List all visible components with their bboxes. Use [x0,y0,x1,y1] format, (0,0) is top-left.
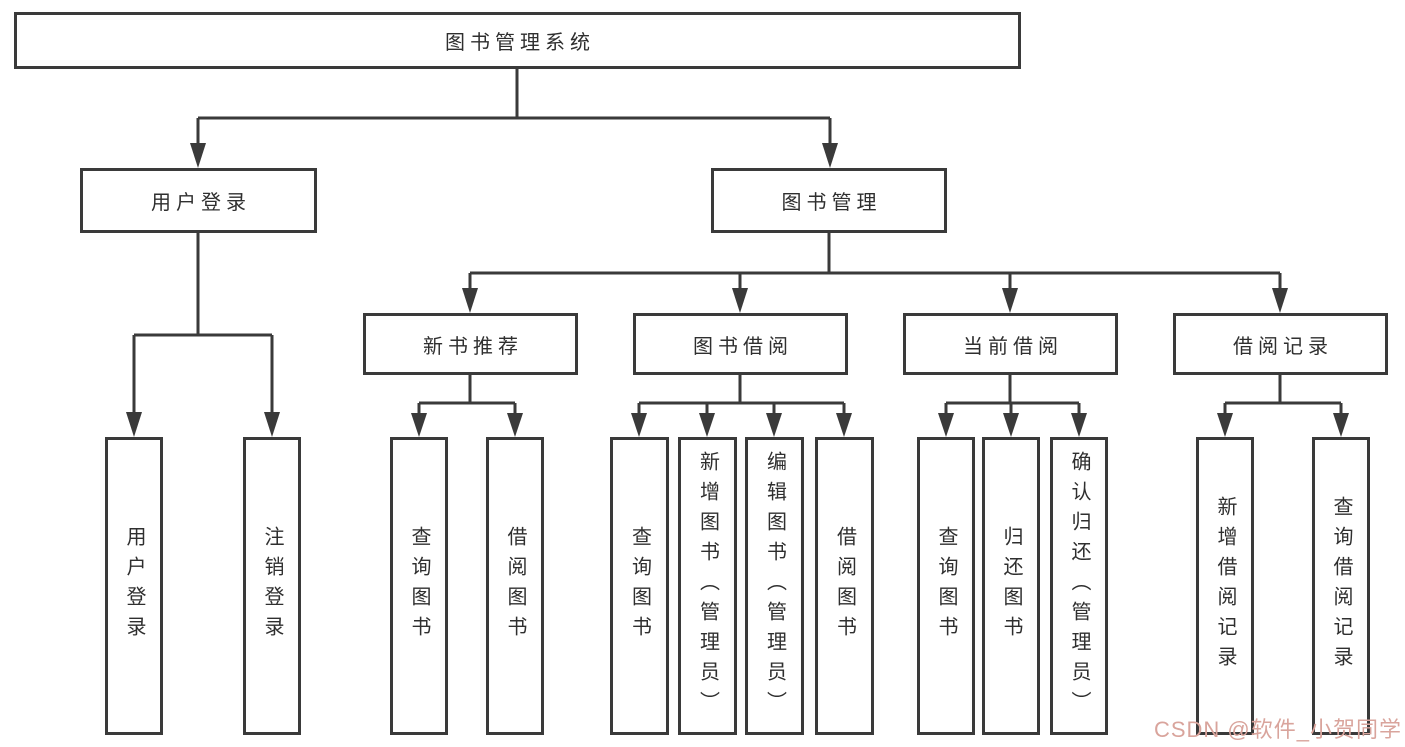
leaf-confirm-return-admin: 确认归还（管理员） [1050,437,1108,735]
leaf-query-books-3: 查询图书 [917,437,975,735]
node-book-borrow: 图书借阅 [633,313,848,375]
leaf-query-borrow-record: 查询借阅记录 [1312,437,1370,735]
connector-book-borrow-branch [631,375,852,437]
leaf-add-borrow-record: 新增借阅记录 [1196,437,1254,735]
leaf-query-books-2: 查询图书 [610,437,669,735]
node-new-book-recommend: 新书推荐 [363,313,578,375]
leaf-user-login: 用户登录 [105,437,163,735]
leaf-logout: 注销登录 [243,437,301,735]
connector-current-borrow-branch [938,375,1087,437]
leaf-logout-label: 注销登录 [261,526,283,646]
leaf-user-login-label: 用户登录 [123,526,145,646]
leaf-add-borrow-record-label: 新增借阅记录 [1214,496,1236,676]
leaf-borrow-books-1: 借阅图书 [486,437,544,735]
leaf-edit-books-admin-label: 编辑图书（管理员） [763,451,786,721]
leaf-query-borrow-record-label: 查询借阅记录 [1330,496,1352,676]
node-borrow-records: 借阅记录 [1173,313,1388,375]
connector-new-book-recommend-branch [411,375,523,437]
leaf-query-books-1: 查询图书 [390,437,448,735]
leaf-query-books-3-label: 查询图书 [935,526,957,646]
node-book-management-label: 图书管理 [781,192,882,214]
leaf-edit-books-admin: 编辑图书（管理员） [745,437,804,735]
connector-root-to-level2 [190,69,838,168]
leaf-borrow-books-2: 借阅图书 [815,437,874,735]
leaf-add-books-admin-label: 新增图书（管理员） [696,451,719,721]
leaf-confirm-return-admin-label: 确认归还（管理员） [1068,451,1090,721]
node-borrow-records-label: 借阅记录 [1233,335,1333,358]
connector-book-management-branch [462,233,1288,313]
node-root-label: 图书管理系统 [445,32,595,54]
connector-user-login-branch [126,233,280,437]
node-new-book-recommend-label: 新书推荐 [423,335,523,358]
leaf-return-books-label: 归还图书 [1000,526,1022,646]
leaf-query-books-1-label: 查询图书 [408,526,430,646]
csdn-watermark: CSDN @软件_小贺同学 [1153,717,1402,742]
node-current-borrow-label: 当前借阅 [963,335,1063,358]
leaf-borrow-books-1-label: 借阅图书 [504,526,526,646]
node-current-borrow: 当前借阅 [903,313,1118,375]
node-user-login: 用户登录 [80,168,317,233]
node-book-management: 图书管理 [711,168,947,233]
node-book-borrow-label: 图书借阅 [693,335,793,358]
leaf-borrow-books-2-label: 借阅图书 [833,526,856,646]
leaf-return-books: 归还图书 [982,437,1040,735]
leaf-query-books-2-label: 查询图书 [628,526,651,646]
leaf-add-books-admin: 新增图书（管理员） [678,437,737,735]
connector-borrow-records-branch [1217,375,1349,437]
node-root: 图书管理系统 [14,12,1021,69]
node-user-login-label: 用户登录 [151,192,251,214]
